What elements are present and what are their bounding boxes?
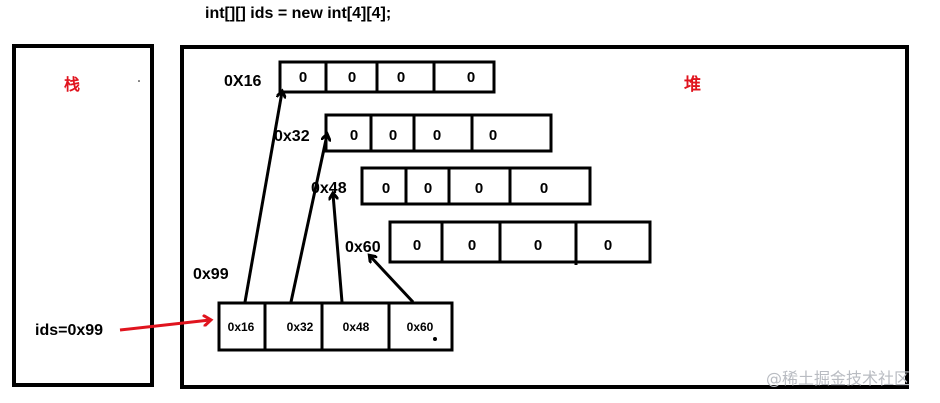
- code-title: int[][] ids = new int[4][4];: [205, 5, 391, 22]
- row-0-frame: [278, 60, 496, 94]
- pointer-arrows: [243, 92, 415, 304]
- row-0-cell-2: 0: [397, 69, 405, 86]
- row-3-cell-1: 0: [468, 237, 476, 254]
- row-3-frame: [388, 220, 652, 264]
- row-1-cell-2: 0: [433, 127, 441, 144]
- outer-array-address: 0x99: [193, 266, 229, 283]
- row-2-frame: [360, 166, 592, 206]
- pointer-arrow-0: [243, 92, 282, 303]
- inner-array-row-0: 0X16 0 0 0 0: [224, 60, 496, 94]
- row-3-cell-2: 0: [534, 237, 542, 254]
- stack-variable: ids=0x99: [35, 322, 103, 339]
- outer-cell-3: 0x60: [407, 320, 434, 334]
- outer-cell-1: 0x32: [287, 320, 314, 334]
- pointer-arrow-2: [333, 194, 344, 303]
- outer-cell-0: 0x16: [228, 320, 255, 334]
- inner-array-row-1: 0x32 0 0 0 0: [274, 113, 553, 153]
- watermark: @稀土掘金技术社区: [766, 369, 910, 388]
- outer-array-frame: [217, 301, 454, 352]
- stack-box: [12, 44, 154, 387]
- stack-label: 栈: [64, 75, 80, 94]
- stack-to-heap-arrow: [119, 320, 210, 332]
- pointer-arrow-3: [370, 256, 415, 304]
- heap-label: 堆: [684, 74, 701, 95]
- row-0-address: 0X16: [224, 73, 261, 90]
- row-3-cell-0: 0: [413, 237, 421, 254]
- row-3-cell-3: 0: [604, 237, 612, 254]
- row-1-frame: [324, 113, 553, 153]
- inner-array-row-2: 0x48 0 0 0 0: [311, 166, 592, 206]
- row-2-cell-1: 0: [424, 180, 432, 197]
- row-1-address: 0x32: [274, 128, 310, 145]
- row-0-cell-3: 0: [467, 69, 475, 86]
- outer-array: 0x99 0x16 0x32 0x48 0x60: [193, 266, 454, 352]
- pointer-arrow-1: [289, 135, 327, 303]
- row-1-cell-3: 0: [489, 127, 497, 144]
- row-2-cell-0: 0: [382, 180, 390, 197]
- outer-cell-dot: [433, 337, 437, 341]
- outer-cell-2: 0x48: [343, 320, 370, 334]
- row-0-cell-1: 0: [348, 69, 356, 86]
- stack-dot: [138, 80, 140, 82]
- row-2-cell-3: 0: [540, 180, 548, 197]
- inner-array-row-3: 0x60 0 0 0 0: [345, 220, 652, 265]
- heap-box: [180, 45, 909, 389]
- row-1-cell-1: 0: [389, 127, 397, 144]
- row-1-cell-0: 0: [350, 127, 358, 144]
- row-0-cell-0: 0: [299, 69, 307, 86]
- row-3-address: 0x60: [345, 239, 381, 256]
- row-2-cell-2: 0: [475, 180, 483, 197]
